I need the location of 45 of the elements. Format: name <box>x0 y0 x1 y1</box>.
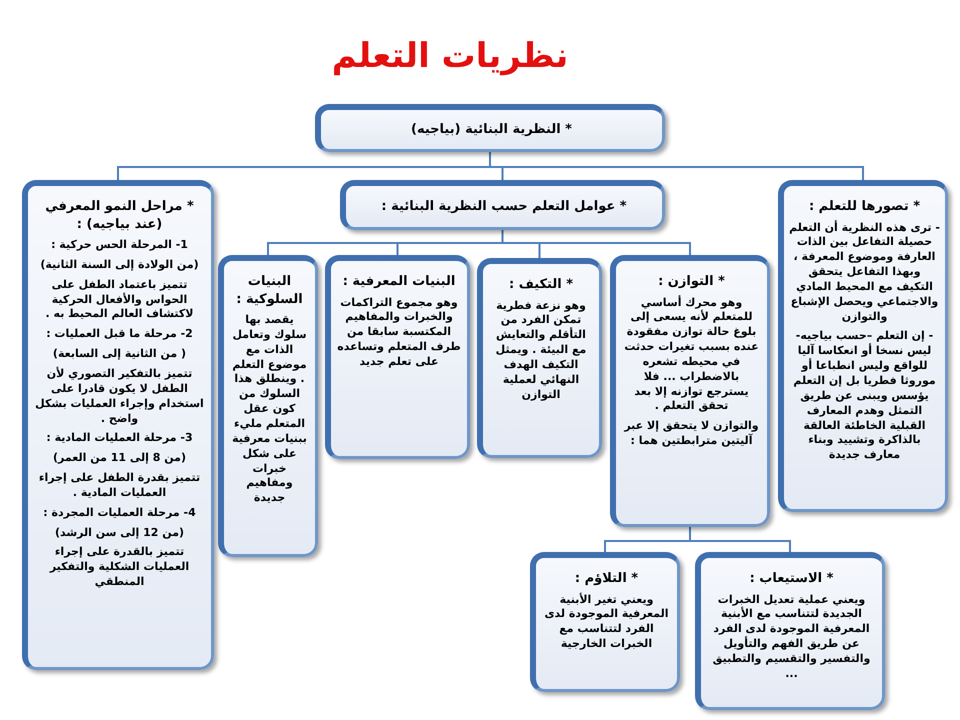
box-text: 1- المرحلة الحس حركية : <box>51 238 188 253</box>
box-heading: * تصورها للتعلم : <box>808 198 920 216</box>
box-text: (من الولادة إلى السنة الثانية) <box>40 258 199 273</box>
box-text: - إن التعلم –حسب بياجيه- ليس نسخا أو انعكاسا آليا للواقع وليس انطباعا أو موروثا فطريا بل إن التعلم يؤسس ويبنى عن طريق التمثل وهدم المعارف القبلية الخاطئة العالقة بالذاكرة وتشييد وبناء معارف جديدة <box>792 329 937 464</box>
box-text: ويعني عملية تعديل الخبرات الجديدة لتتناسب مع الأبنية المعرفية الموجودة لدى الفرد عن طريق الفهم والتأويل والتفسير والتقسيم والتطبيق ... <box>712 592 872 682</box>
factor-box <box>610 255 770 527</box>
box-text: (من 12 إلى سن الرشد) <box>54 526 184 540</box>
box-text: - ترى هذه النظرية أن التعلم حصيلة التفاعل بين الذات العارفة وموضوع المعرفة ، وبهذا التفاعل يتحقق التكيف مع المحيط المادي والاجتماعي ويحصل الإشباع والتوازن <box>789 220 940 324</box>
box-text: 3- مرحلة العمليات المادية : <box>46 431 193 446</box>
factor-box <box>218 255 318 557</box>
concept-box <box>778 180 948 512</box>
box-text: 4- مرحلة العمليات المجردة : <box>43 506 196 521</box>
box-heading: البنيات السلوكية : <box>235 273 304 308</box>
box-heading: * النظرية البنائية (بياجيه) <box>411 120 572 138</box>
box-text: تتميز بقدرة الطفل على إجراء العمليات المادية . <box>38 471 202 501</box>
box-text: وهو مجموع التراكمات والخبرات والمفاهيم المكتسبة سابقا من طرف المتعلم وتساعده على تعلم جديد <box>336 296 462 370</box>
box-text: تتميز بالتفكير التصوري لأن الطفل لا يكون قادرا على استخدام وإجراء العمليات بشكل واضح . <box>34 367 205 426</box>
box-heading: البنيات المعرفية : <box>342 273 456 291</box>
connector-line <box>489 152 864 180</box>
box-text: تتميز بالقدرة على إجراء العمليات الشكلية والتفكير المنطقي <box>48 545 190 590</box>
box-heading: * التوازن : <box>658 273 725 291</box>
factor-box <box>477 258 602 458</box>
box-text: والتوازن لا يتحقق إلا عبر آليتين مترابطتين هما : <box>622 419 760 449</box>
mechanism-box <box>530 552 680 692</box>
mechanism-box <box>695 552 885 710</box>
box-text: يقصد بها سلوك وتعامل الذات مع موضوع التعلم . وينطلق هذا السلوك من كون عقل المتعلم مليء ببنيات معرفية على شكل خبرات ومفاهيم جديدة <box>231 313 308 506</box>
connector-line <box>689 527 791 552</box>
box-text: تتميز باعتماد الطفل على الحواس والأفعال الحركية لاكتشاف العالم المحيط به . <box>44 278 194 322</box>
box-heading: * عوامل التعلم حسب النظرية البنائية : <box>381 198 627 216</box>
box-heading: * الاستيعاب : <box>750 570 834 588</box>
theory-box <box>315 104 665 152</box>
box-heading: * مراحل النمو المعرفي (عند بياجيه) : <box>44 198 195 234</box>
box-text: ( من الثانية إلى السابعة) <box>52 347 186 362</box>
factors-box <box>340 180 665 230</box>
box-heading: * التكيف : <box>508 276 574 294</box>
box-text: ويعني تغير الأبنية المعرفية الموجودة لدى الفرد لتتناسب مع الخبرات الخارجية <box>543 592 670 652</box>
box-text: (من 8 إلى 11 من العمر) <box>53 451 186 466</box>
stages-box <box>22 180 214 670</box>
box-heading: * التلاؤم : <box>574 570 638 588</box>
box-text: وهو محرك أساسي للمتعلم لأنه يسعى إلى بلوغ حالة توازن مفقودة عنده بسبب تغيرات حدثت في محيطه تشعره بالاضطراب ... فلا يسترجع توازنه إلا بعد تحقق التعلم . <box>623 296 760 414</box>
diagram-title: نظريات التعلم <box>330 36 570 77</box>
box-text: وهو نزعة فطرية تمكن الفرد من التأقلم والتعايش مع البيئة . ويمثل التكيف الهدف النهائي لعملية التوازن <box>494 298 588 402</box>
connector-line <box>502 230 691 255</box>
box-text: 2- مرحلة ما قبل العمليات : <box>46 327 193 342</box>
factor-box <box>325 255 470 459</box>
